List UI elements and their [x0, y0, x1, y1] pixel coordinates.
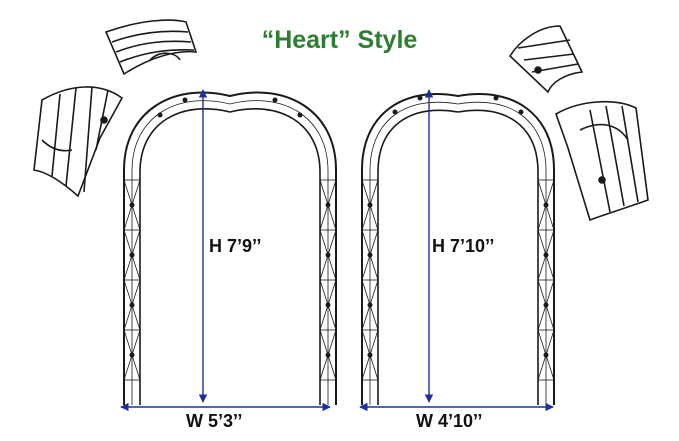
right-arch — [361, 93, 555, 405]
left-height-label: H 7’9’’ — [209, 236, 262, 256]
left-width-label: W 5’3’’ — [186, 411, 243, 431]
curved-panel-right — [555, 100, 649, 222]
curved-panel-top-left — [104, 19, 198, 76]
page-title: “Heart” Style — [261, 26, 418, 54]
right-height-label: H 7’10’’ — [432, 236, 495, 256]
right-width-label: W 4’10’’ — [416, 411, 483, 431]
curved-panel-top-right — [508, 25, 584, 94]
left-arch — [123, 91, 337, 405]
curved-panel-left — [33, 86, 124, 198]
